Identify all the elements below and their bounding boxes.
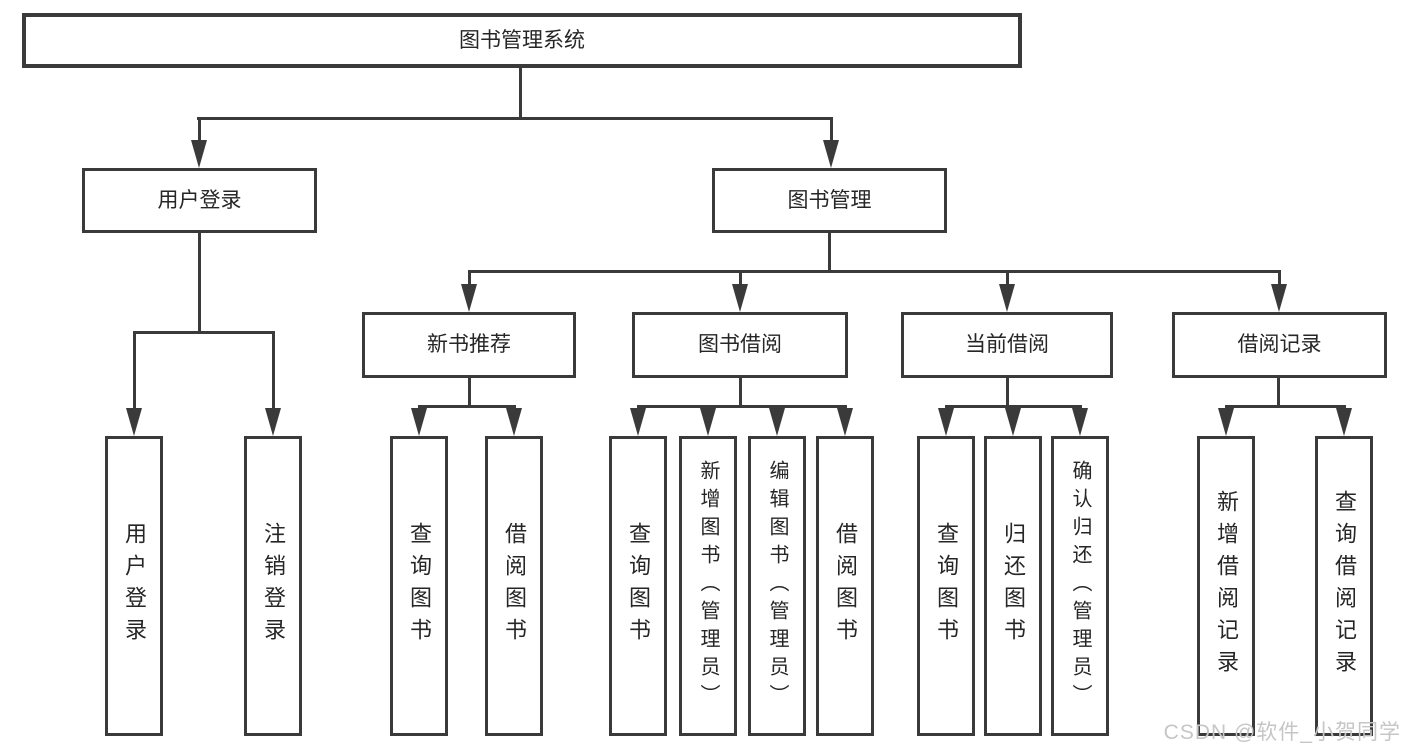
watermark: CSDN @软件_小贺同学 bbox=[1163, 721, 1401, 744]
connector-drop-book-borrow bbox=[738, 270, 742, 286]
node-current-borrow: 当前借阅 bbox=[901, 312, 1113, 378]
leaf-borrow-books-1-label: 借阅图书 bbox=[502, 522, 527, 650]
connector-new-book-rail bbox=[417, 405, 516, 408]
connector-drop-user-login bbox=[197, 117, 201, 142]
arrow-to-user-login bbox=[191, 140, 207, 168]
leaf-query-books-1-label: 查询图书 bbox=[407, 522, 432, 650]
arrow-to-cb-return bbox=[1005, 408, 1021, 436]
connector-drop-new-book bbox=[467, 270, 471, 286]
leaf-borrow-books-1: 借阅图书 bbox=[485, 436, 543, 736]
connector-new-book-stem bbox=[467, 378, 471, 407]
arrow-to-book-borrow bbox=[732, 284, 748, 312]
leaf-query-borrow-record-label: 查询借阅记录 bbox=[1332, 490, 1357, 682]
connector-borrow-records-rail bbox=[1224, 405, 1346, 408]
connector-drop-leaf-logout bbox=[271, 331, 275, 409]
leaf-user-login: 用户登录 bbox=[105, 436, 163, 736]
arrow-to-bb-edit bbox=[769, 408, 785, 436]
leaf-user-login-label: 用户登录 bbox=[122, 522, 147, 650]
connector-book-borrow-rail bbox=[636, 405, 847, 408]
node-root: 图书管理系统 bbox=[22, 13, 1022, 68]
connector-drop-leaf-user-login bbox=[132, 331, 136, 409]
leaf-edit-book-admin-label: 编辑图书（管理员） bbox=[766, 460, 788, 712]
connector-drop-borrow-records bbox=[1277, 270, 1281, 286]
arrow-to-leaf-logout bbox=[265, 408, 281, 436]
leaf-borrow-books-2-label: 借阅图书 bbox=[833, 522, 858, 650]
arrow-to-book-management bbox=[823, 140, 839, 168]
leaf-query-books-2: 查询图书 bbox=[609, 436, 667, 736]
connector-root-stem bbox=[519, 68, 522, 119]
connector-book-management-stem bbox=[828, 233, 831, 272]
node-book-borrow: 图书借阅 bbox=[632, 312, 848, 378]
leaf-add-borrow-record-label: 新增借阅记录 bbox=[1214, 490, 1239, 682]
arrow-to-cb-query bbox=[938, 408, 954, 436]
node-user-login: 用户登录 bbox=[82, 168, 317, 233]
connector-current-borrow-rail bbox=[944, 405, 1082, 408]
arrow-to-new-book bbox=[461, 284, 477, 312]
arrow-to-leaf-user-login bbox=[126, 408, 142, 436]
connector-book-management-rail bbox=[467, 270, 1281, 273]
connector-current-borrow-stem bbox=[1005, 378, 1009, 407]
leaf-return-book-label: 归还图书 bbox=[1001, 522, 1026, 650]
arrow-to-bb-borrow bbox=[837, 408, 853, 436]
leaf-add-book-admin-label: 新增图书（管理员） bbox=[697, 460, 719, 712]
node-borrow-records: 借阅记录 bbox=[1172, 312, 1387, 378]
connector-user-login-stem bbox=[197, 233, 201, 334]
connector-borrow-records-stem bbox=[1276, 378, 1280, 407]
leaf-add-borrow-record: 新增借阅记录 bbox=[1197, 436, 1255, 736]
leaf-edit-book-admin: 编辑图书（管理员） bbox=[748, 436, 806, 736]
leaf-logout-label: 注销登录 bbox=[261, 522, 286, 650]
connector-drop-book-management bbox=[829, 117, 833, 142]
arrow-to-nb-borrow bbox=[506, 408, 522, 436]
arrow-to-bb-query bbox=[630, 408, 646, 436]
leaf-borrow-books-2: 借阅图书 bbox=[816, 436, 874, 736]
connector-drop-current-borrow bbox=[1005, 270, 1009, 286]
connector-root-rail bbox=[197, 117, 833, 120]
leaf-query-books-1: 查询图书 bbox=[390, 436, 448, 736]
arrow-to-br-add bbox=[1218, 408, 1234, 436]
arrow-to-nb-query bbox=[411, 408, 427, 436]
arrow-to-cb-confirm bbox=[1072, 408, 1088, 436]
arrow-to-borrow-records bbox=[1271, 284, 1287, 312]
leaf-return-book: 归还图书 bbox=[984, 436, 1042, 736]
leaf-query-borrow-record: 查询借阅记录 bbox=[1315, 436, 1373, 736]
arrow-to-current-borrow bbox=[999, 284, 1015, 312]
connector-book-borrow-stem bbox=[738, 378, 742, 407]
arrow-to-bb-add bbox=[700, 408, 716, 436]
arrow-to-br-query bbox=[1336, 408, 1352, 436]
leaf-confirm-return-admin: 确认归还（管理员） bbox=[1051, 436, 1109, 736]
leaf-logout: 注销登录 bbox=[244, 436, 302, 736]
leaf-query-books-3: 查询图书 bbox=[917, 436, 975, 736]
leaf-confirm-return-admin-label: 确认归还（管理员） bbox=[1069, 460, 1091, 712]
leaf-query-books-3-label: 查询图书 bbox=[934, 522, 959, 650]
node-new-book-recommend: 新书推荐 bbox=[362, 312, 576, 378]
connector-user-login-rail bbox=[132, 331, 275, 334]
leaf-add-book-admin: 新增图书（管理员） bbox=[679, 436, 737, 736]
node-book-management: 图书管理 bbox=[712, 168, 947, 233]
leaf-query-books-2-label: 查询图书 bbox=[626, 522, 651, 650]
